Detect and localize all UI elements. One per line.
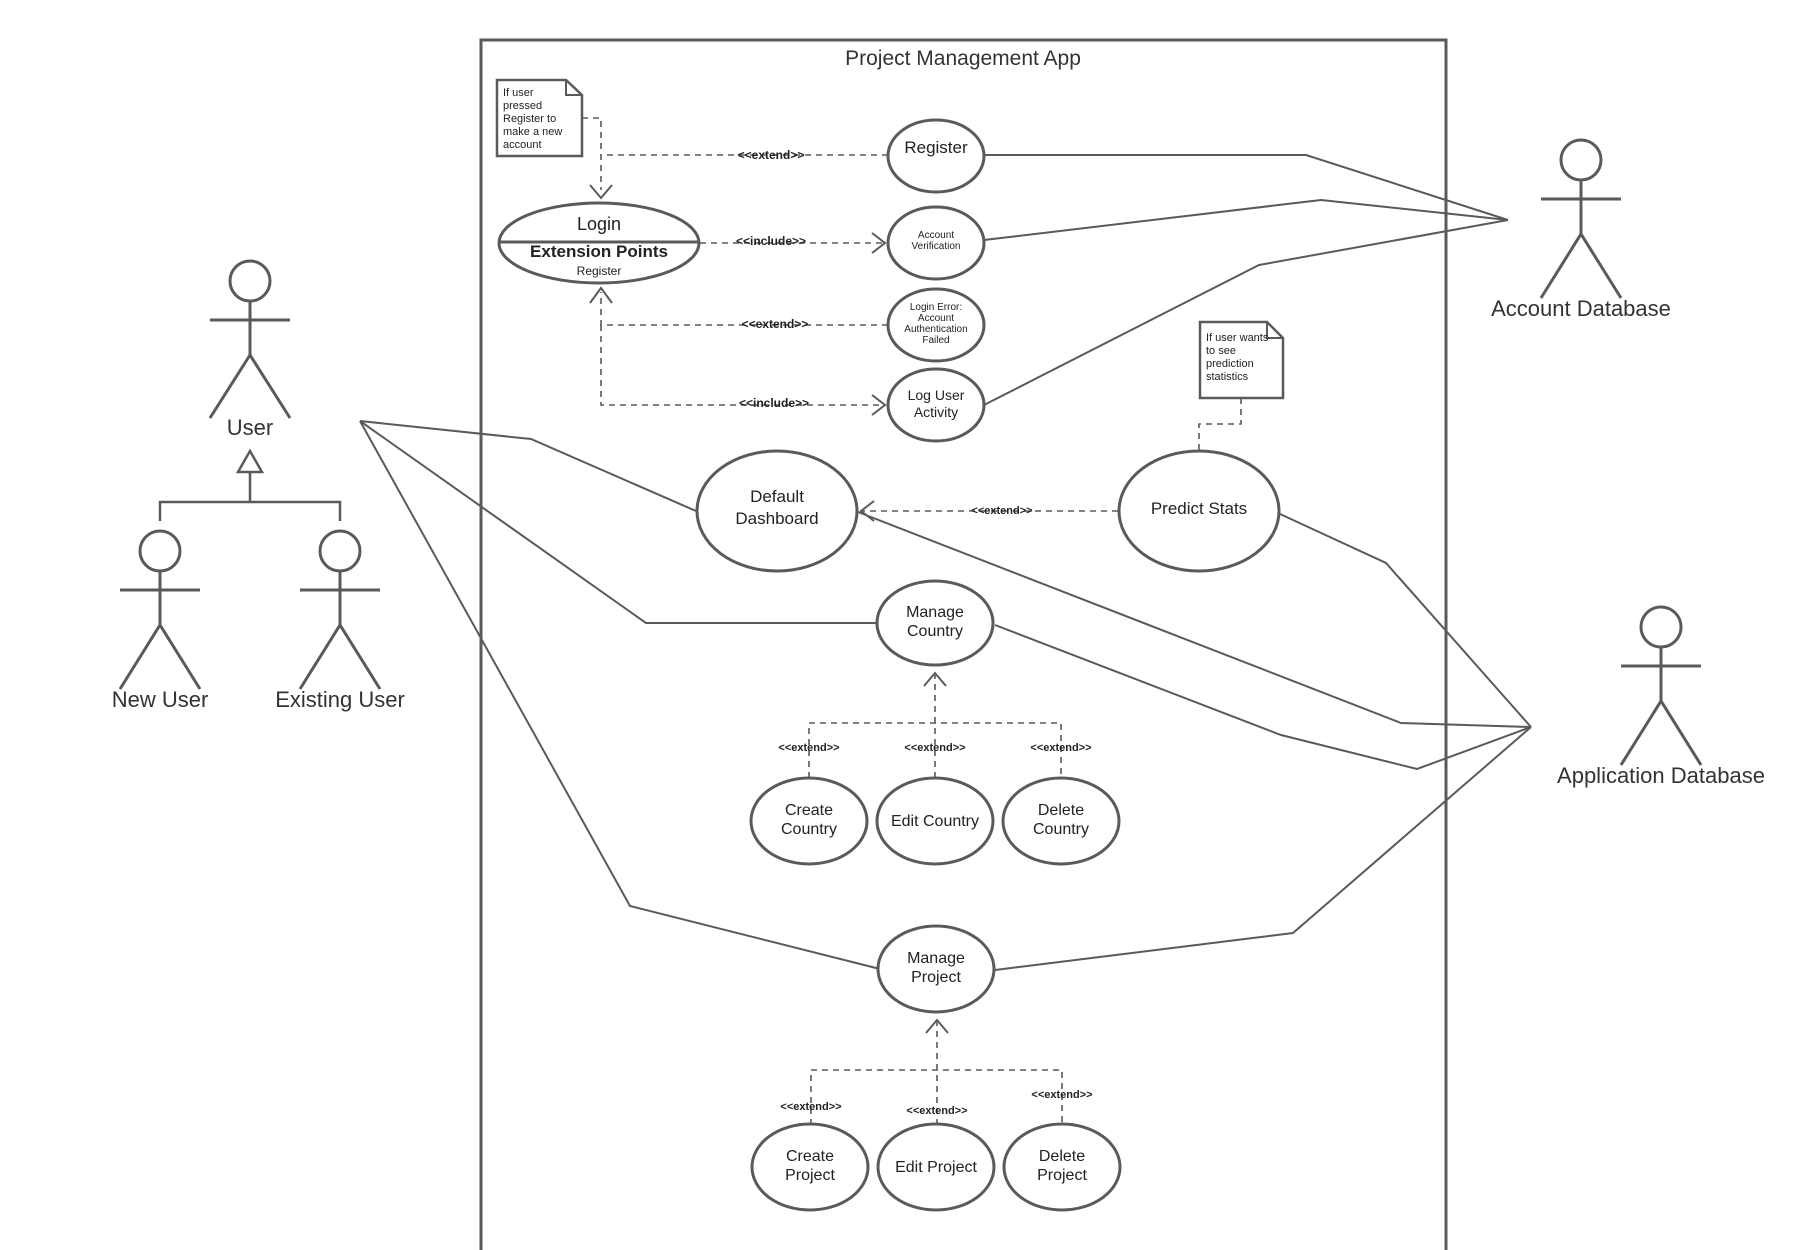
- login-error-line-4: Failed: [922, 335, 949, 346]
- actor-account-database-label: Account Database: [1491, 296, 1671, 321]
- use-case-create-country[interactable]: Create Country: [749, 776, 869, 866]
- extend-label-create-project: <<extend>>: [780, 1101, 841, 1113]
- extend-label-delete-country: <<extend>>: [1030, 742, 1091, 754]
- include-label-activity: <<include>>: [739, 396, 809, 410]
- edit-country-label: Edit Country: [891, 813, 979, 830]
- extend-label-register: <<extend>>: [738, 148, 805, 162]
- dashboard-line-1: Default: [750, 487, 804, 506]
- extend-label-predict: <<extend>>: [971, 505, 1032, 517]
- use-case-delete-project[interactable]: Delete Project: [1002, 1122, 1122, 1212]
- delete-project-line-2: Project: [1037, 1167, 1087, 1184]
- extend-label-delete-project: <<extend>>: [1031, 1089, 1092, 1101]
- log-activity-line-2: Activity: [914, 404, 958, 420]
- use-case-default-dashboard[interactable]: Default Dashboard: [695, 449, 859, 573]
- generalization-user: [158, 448, 342, 521]
- association-country-appdb: [994, 624, 1532, 771]
- actor-user[interactable]: User: [208, 259, 292, 440]
- association-predict-appdb: [1279, 513, 1532, 728]
- dashboard-line-2: Dashboard: [735, 509, 818, 528]
- note-register-line-5: account: [503, 139, 542, 151]
- actor-new-user-label: New User: [112, 687, 209, 712]
- note-predict: If user wants to see prediction statisti…: [1198, 320, 1285, 400]
- association-logactivity-accountdb: [983, 219, 1509, 406]
- actor-application-database-label: Application Database: [1557, 763, 1765, 788]
- login-error-line-1: Login Error:: [910, 302, 962, 313]
- note-register: If user pressed Register to make a new a…: [495, 78, 584, 158]
- use-case-login-label: Login: [577, 214, 621, 234]
- extend-project-group: [810, 1022, 1063, 1125]
- use-case-account-verification[interactable]: Account Verification: [886, 205, 986, 281]
- create-project-line-1: Create: [786, 1148, 834, 1165]
- association-project-appdb: [994, 726, 1532, 971]
- actor-user-label: User: [227, 415, 273, 440]
- use-case-delete-country[interactable]: Delete Country: [1001, 776, 1121, 866]
- use-case-log-user-activity[interactable]: Log User Activity: [886, 367, 986, 443]
- log-activity-line-1: Log User: [908, 387, 965, 403]
- extend-label-create-country: <<extend>>: [778, 742, 839, 754]
- use-case-manage-country[interactable]: Manage Country: [875, 579, 995, 667]
- use-case-predict-stats[interactable]: Predict Stats: [1117, 449, 1281, 573]
- predict-stats-label: Predict Stats: [1151, 499, 1247, 518]
- note-predict-line-4: statistics: [1206, 371, 1249, 383]
- use-case-login[interactable]: Login Extension Points Register: [497, 201, 701, 285]
- extend-label-error: <<extend>>: [742, 317, 809, 331]
- use-case-create-project[interactable]: Create Project: [750, 1122, 870, 1212]
- note-connector-predict: [1198, 398, 1242, 452]
- note-connector-register: [582, 117, 602, 155]
- note-register-line-2: pressed: [503, 100, 542, 112]
- note-predict-line-3: prediction: [1206, 358, 1254, 370]
- use-case-register-label: Register: [904, 138, 968, 157]
- note-predict-line-1: If user wants: [1206, 332, 1269, 344]
- manage-project-line-1: Manage: [907, 950, 965, 967]
- actor-application-database[interactable]: Application Database: [1557, 605, 1765, 788]
- create-project-line-2: Project: [785, 1167, 835, 1184]
- extension-point-register: Register: [577, 264, 622, 278]
- create-country-line-2: Country: [781, 821, 837, 838]
- delete-country-line-2: Country: [1033, 821, 1089, 838]
- include-login-activity: [600, 325, 882, 406]
- manage-country-line-1: Manage: [906, 604, 964, 621]
- note-register-line-4: make a new: [503, 126, 562, 138]
- system-title: Project Management App: [845, 47, 1081, 70]
- use-case-manage-project[interactable]: Manage Project: [876, 924, 996, 1014]
- dependency-lines: <<extend>> <<include>> <<extend>> <<incl…: [582, 117, 1242, 1125]
- extension-points-title: Extension Points: [530, 242, 668, 261]
- manage-country-line-2: Country: [907, 623, 963, 640]
- actor-new-user[interactable]: New User: [112, 529, 209, 712]
- use-case-edit-project[interactable]: Edit Project: [876, 1122, 996, 1212]
- verification-line-2: Verification: [912, 241, 961, 252]
- use-case-login-error[interactable]: Login Error: Account Authentication Fail…: [886, 287, 986, 363]
- extend-label-edit-project: <<extend>>: [906, 1105, 967, 1117]
- association-user-manage-project: [359, 420, 881, 970]
- actor-existing-user[interactable]: Existing User: [275, 529, 405, 712]
- manage-project-line-2: Project: [911, 969, 961, 986]
- use-case-edit-country[interactable]: Edit Country: [875, 776, 995, 866]
- system-boundary: Project Management App: [479, 38, 1448, 1250]
- delete-country-line-1: Delete: [1038, 802, 1084, 819]
- note-register-line-3: Register to: [503, 113, 556, 125]
- association-register-accountdb: [984, 154, 1509, 221]
- association-dashboard-appdb: [857, 511, 1532, 728]
- association-user-dashboard: [359, 420, 697, 512]
- association-user-manage-country: [359, 420, 878, 624]
- extend-country-group: [808, 675, 1062, 778]
- note-predict-line-2: to see: [1206, 345, 1236, 357]
- association-verification-accountdb: [983, 198, 1509, 241]
- login-error-line-2: Account: [918, 313, 954, 324]
- delete-project-line-1: Delete: [1039, 1148, 1085, 1165]
- note-register-line-1: If user: [503, 87, 534, 99]
- create-country-line-1: Create: [785, 802, 833, 819]
- include-label-verification: <<include>>: [736, 234, 806, 248]
- extend-label-edit-country: <<extend>>: [904, 742, 965, 754]
- actor-existing-user-label: Existing User: [275, 687, 405, 712]
- association-lines: [359, 154, 1532, 971]
- login-error-line-3: Authentication: [904, 324, 967, 335]
- verification-line-1: Account: [918, 230, 954, 241]
- edit-project-label: Edit Project: [895, 1159, 977, 1176]
- use-case-register[interactable]: Register: [886, 118, 986, 194]
- actor-account-database[interactable]: Account Database: [1491, 138, 1671, 321]
